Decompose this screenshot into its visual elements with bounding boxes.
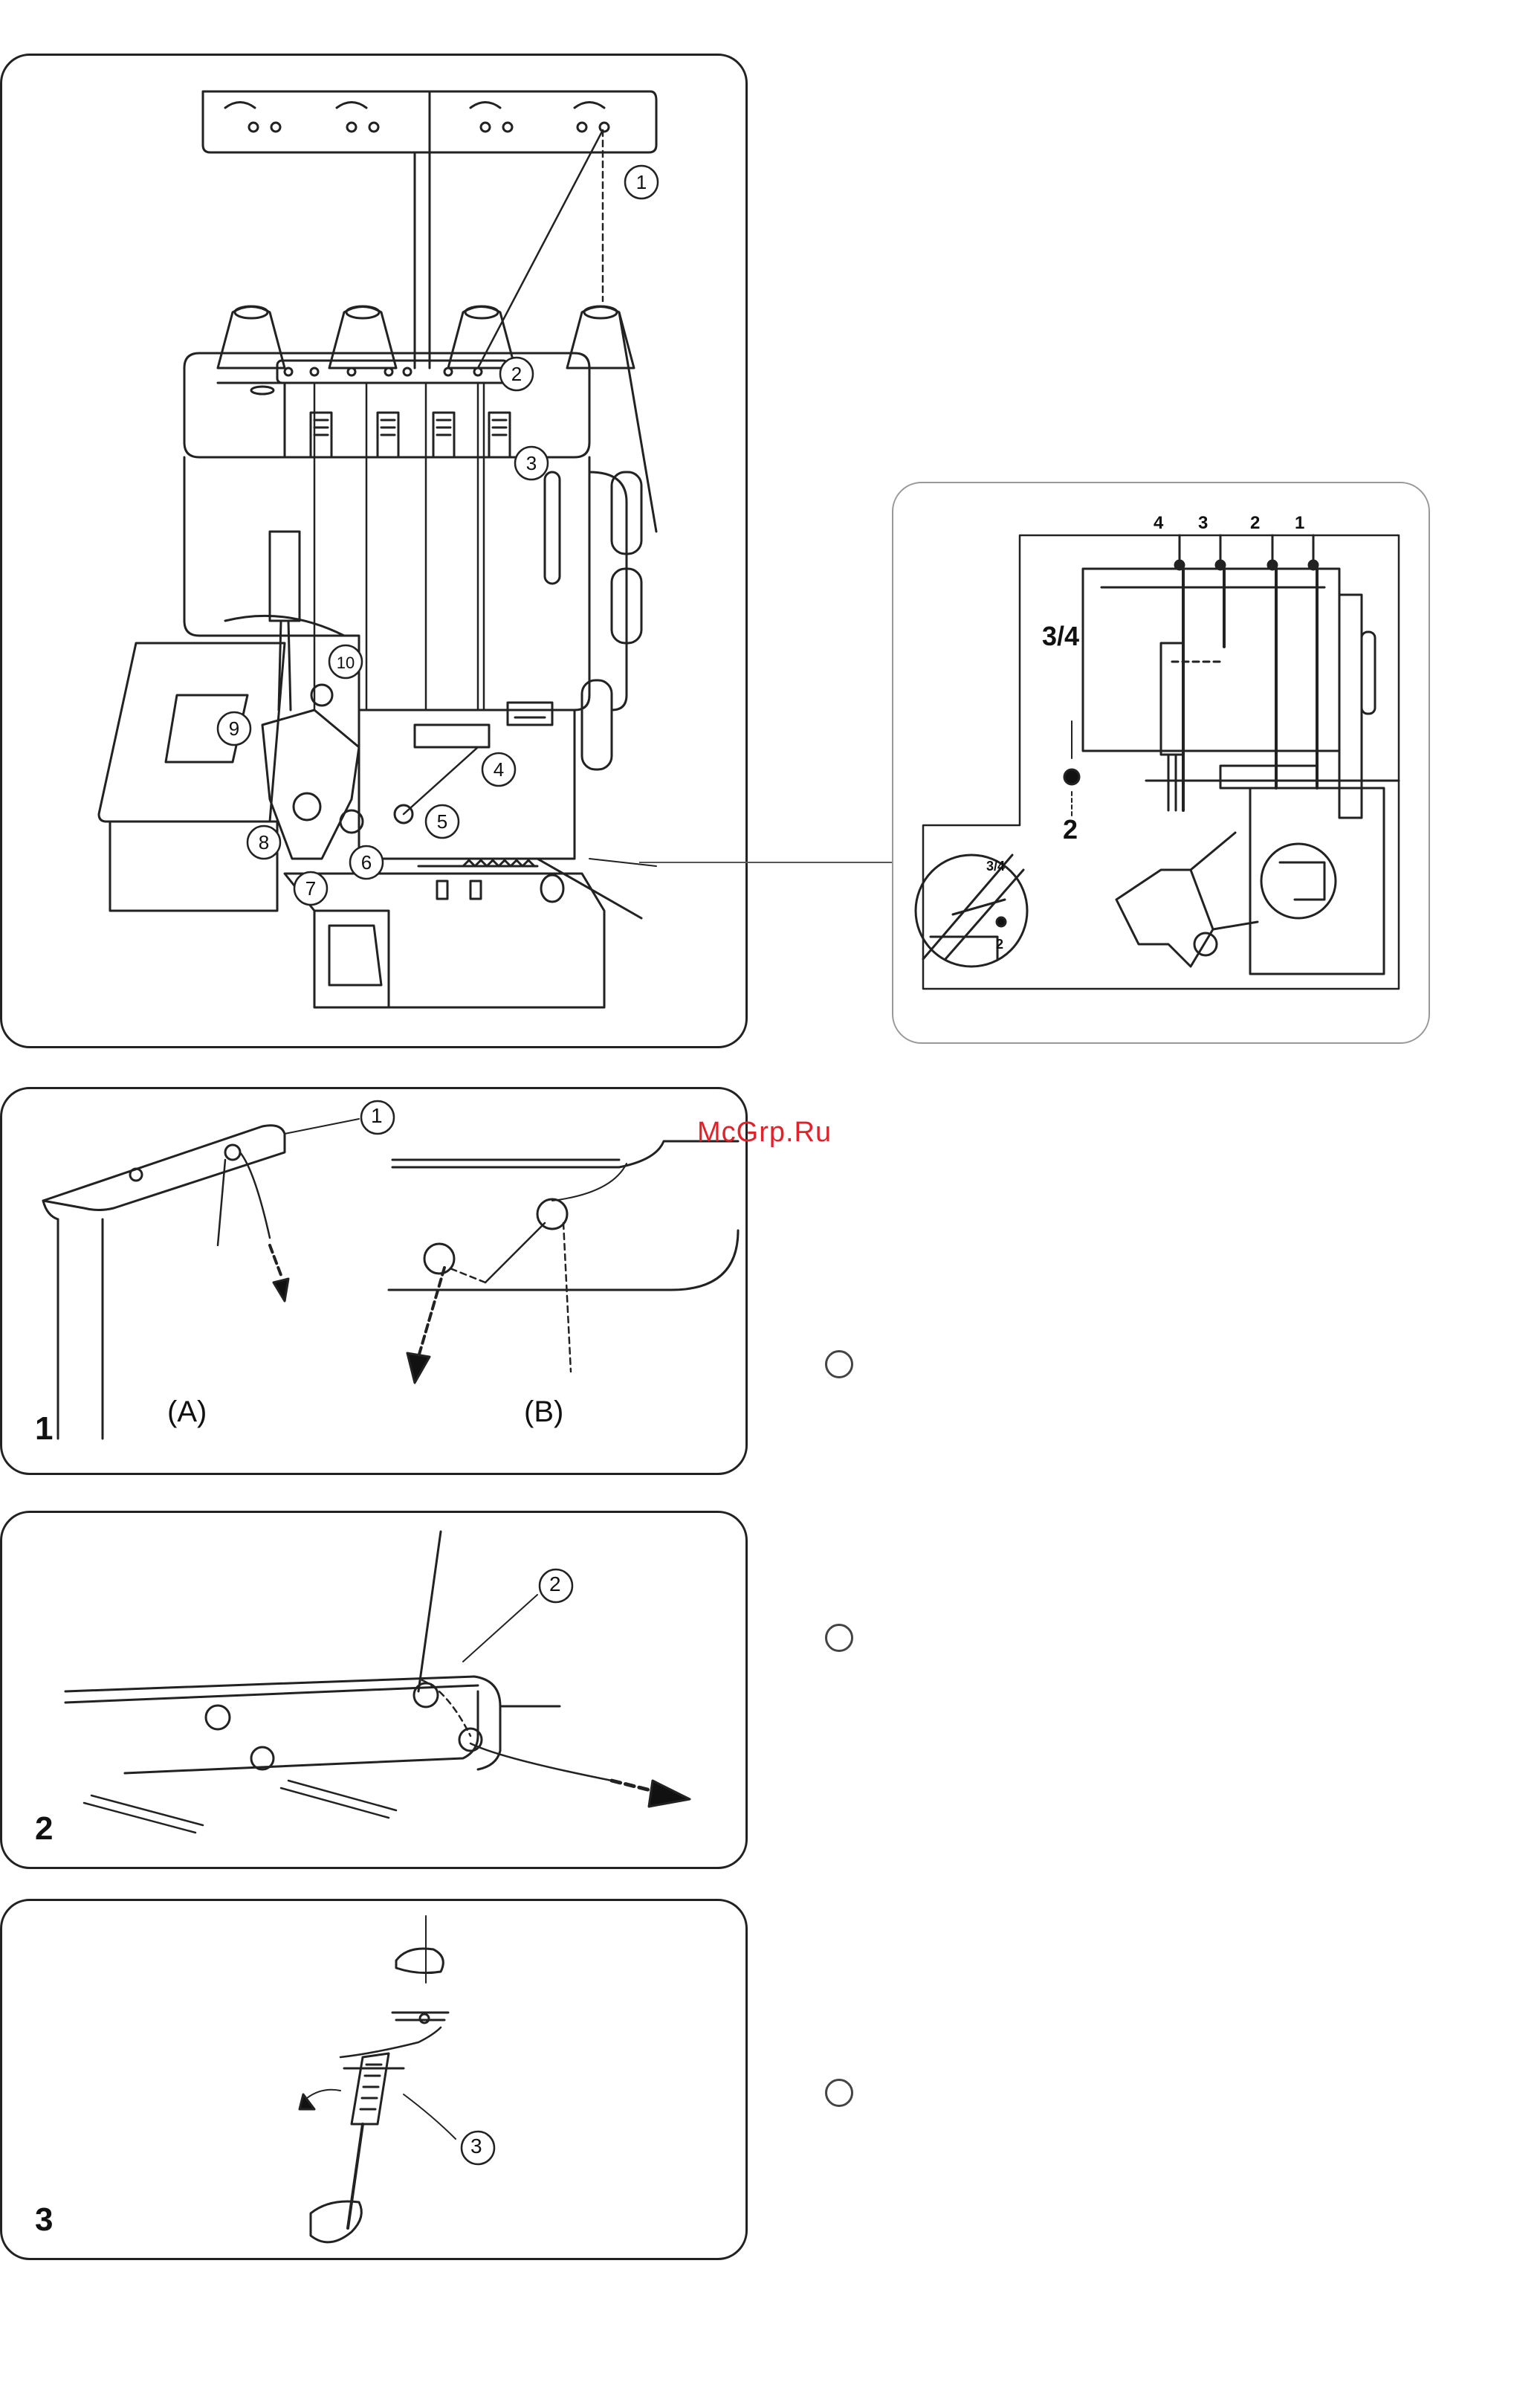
step3-bullet bbox=[825, 2079, 853, 2107]
watermark: McGrp.Ru bbox=[697, 1117, 832, 1149]
callout-1: 1 bbox=[636, 171, 647, 193]
inset-route-bottom-label: 2 bbox=[1063, 814, 1078, 845]
callout-8: 8 bbox=[259, 831, 269, 853]
main-diagram-panel: 1 2 3 4 5 6 7 8 9 10 bbox=[0, 54, 748, 1048]
step3-panel: 3 3 bbox=[0, 1899, 748, 2260]
inset-threading-illustration bbox=[893, 483, 1429, 1042]
step2-illustration bbox=[2, 1513, 745, 1867]
step2-panel: 2 2 bbox=[0, 1511, 748, 1869]
callout-9: 9 bbox=[229, 717, 239, 740]
inset-diagram-panel: 4 3 2 1 3/4 2 3/4 2 bbox=[892, 482, 1430, 1044]
callout-2: 2 bbox=[511, 363, 522, 385]
step1-panel: 1 1 (A) (B) bbox=[0, 1087, 748, 1475]
step1-number: 1 bbox=[35, 1410, 53, 1448]
inset-guide-label-1: 1 bbox=[1295, 513, 1304, 534]
step1-illustration bbox=[2, 1089, 745, 1473]
step2-bullet bbox=[825, 1624, 853, 1652]
step3-illustration bbox=[2, 1901, 745, 2258]
callout-4: 4 bbox=[494, 758, 504, 781]
step1-label-a: (A) bbox=[167, 1395, 207, 1429]
overlock-machine-illustration: 1 2 3 4 5 6 7 8 9 10 bbox=[2, 56, 745, 1046]
step3-number: 3 bbox=[35, 2201, 53, 2239]
inset-guide-label-3: 3 bbox=[1198, 513, 1208, 534]
callout-10: 10 bbox=[337, 654, 355, 672]
callout-3: 3 bbox=[526, 452, 537, 474]
step1-label-b: (B) bbox=[524, 1395, 563, 1429]
step2-callout: 2 bbox=[549, 1572, 561, 1596]
connector-line bbox=[639, 855, 892, 870]
step3-callout: 3 bbox=[470, 2134, 482, 2158]
inset-guide-label-2: 2 bbox=[1250, 513, 1260, 534]
inset-route-top-label: 3/4 bbox=[1042, 621, 1079, 652]
inset-guide-label-4: 4 bbox=[1154, 513, 1163, 534]
callout-6: 6 bbox=[361, 851, 372, 874]
step1-bullet bbox=[825, 1350, 853, 1378]
callout-5: 5 bbox=[437, 810, 447, 833]
callout-7: 7 bbox=[305, 877, 316, 900]
inset-detail-bottom-label: 2 bbox=[996, 937, 1003, 952]
inset-detail-top-label: 3/4 bbox=[986, 859, 1005, 874]
step2-number: 2 bbox=[35, 1810, 53, 1848]
step1-callout: 1 bbox=[371, 1104, 383, 1128]
